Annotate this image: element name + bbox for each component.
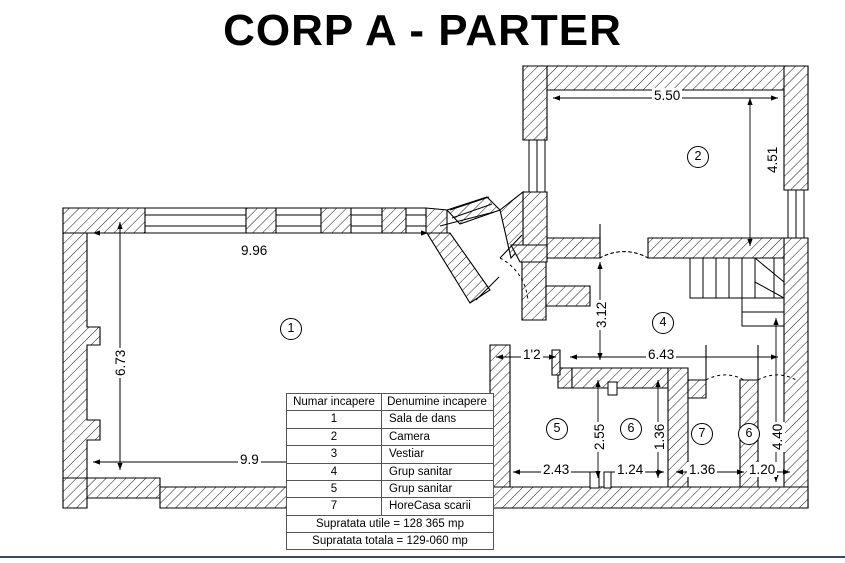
legend-row: 4 Grup sanitar [286,462,494,481]
dimension-room1-height-left: 6.73 [113,347,128,378]
legend-row: 7 HoreCasa scarii [286,497,494,516]
legend-cell-name: Sala de dans [381,410,494,429]
dimension-room7-width: 1.36 [687,462,718,477]
room-marker-2: 2 [687,146,709,168]
dimension-room5-width: 2.43 [541,462,572,477]
wall-hatching [62,65,809,509]
legend-cell-number: 7 [286,497,382,516]
dimension-corridor-width: 6.43 [646,347,677,362]
legend-row: 1 Sala de dans [286,410,494,429]
legend-cell-number: 3 [286,445,382,464]
room-marker-7: 7 [691,423,713,445]
legend-row: 2 Camera [286,427,494,447]
room-marker-5: 5 [546,418,568,440]
legend-cell-name: HoreCasa scarii [381,497,494,516]
dimension-room2-width-top: 5.50 [652,88,683,103]
room-marker-6b: 6 [738,423,760,445]
footer-divider [0,556,845,558]
legend-header-row: Numar incapere Denumine incapere [286,392,494,412]
legend-cell-name: Grup sanitar [381,462,494,481]
dimension-room1-width-bottom: 9.9 [238,452,261,467]
legend-cell-number: 5 [286,479,382,499]
dimension-small-left: 1'2 [521,347,543,362]
legend-cell-number: 2 [286,427,382,447]
legend-cell-name: Vestiar [381,445,494,464]
dimension-corridor-height: 3.12 [594,299,609,330]
room-marker-6a: 6 [620,418,642,440]
room-legend-table: Numar incapere Denumine incapere 1 Sala … [286,392,494,551]
wall-detail-lines [62,139,805,508]
legend-header-number: Numar incapere [286,392,382,412]
dimension-room6a-height: 2.55 [592,421,607,452]
door-jambs [589,381,618,489]
legend-total-overall: Supratata totala = 129-060 mp [286,531,494,551]
dimension-room6b-width: 1.20 [747,462,778,477]
staircase [689,257,785,327]
room-marker-4: 4 [652,312,674,334]
legend-total-row: Supratata totala = 129-060 mp [286,531,494,551]
legend-cell-number: 4 [286,462,382,481]
dimension-room6a-width: 1.24 [615,462,646,477]
dimension-room6b-height: 4.40 [770,421,785,452]
dimension-room2-height-right: 4.51 [765,144,780,175]
dimension-room1-width-top: 9.96 [239,243,270,258]
legend-total-useful: Supratata utile = 128 365 mp [286,514,494,534]
legend-header-name: Denumine incapere [381,392,494,412]
legend-row: 3 Vestiar [286,445,494,464]
legend-total-row: Supratata utile = 128 365 mp [286,514,494,534]
legend-row: 5 Grup sanitar [286,479,494,499]
legend-cell-number: 1 [286,410,382,429]
legend-cell-name: Grup sanitar [381,479,494,499]
legend-cell-name: Camera [381,427,494,447]
dimension-room6a-height2: 1.36 [652,421,667,452]
door-leaf-lines [475,224,759,380]
page-title: CORP A - PARTER [223,6,622,55]
room-marker-1: 1 [280,318,302,340]
